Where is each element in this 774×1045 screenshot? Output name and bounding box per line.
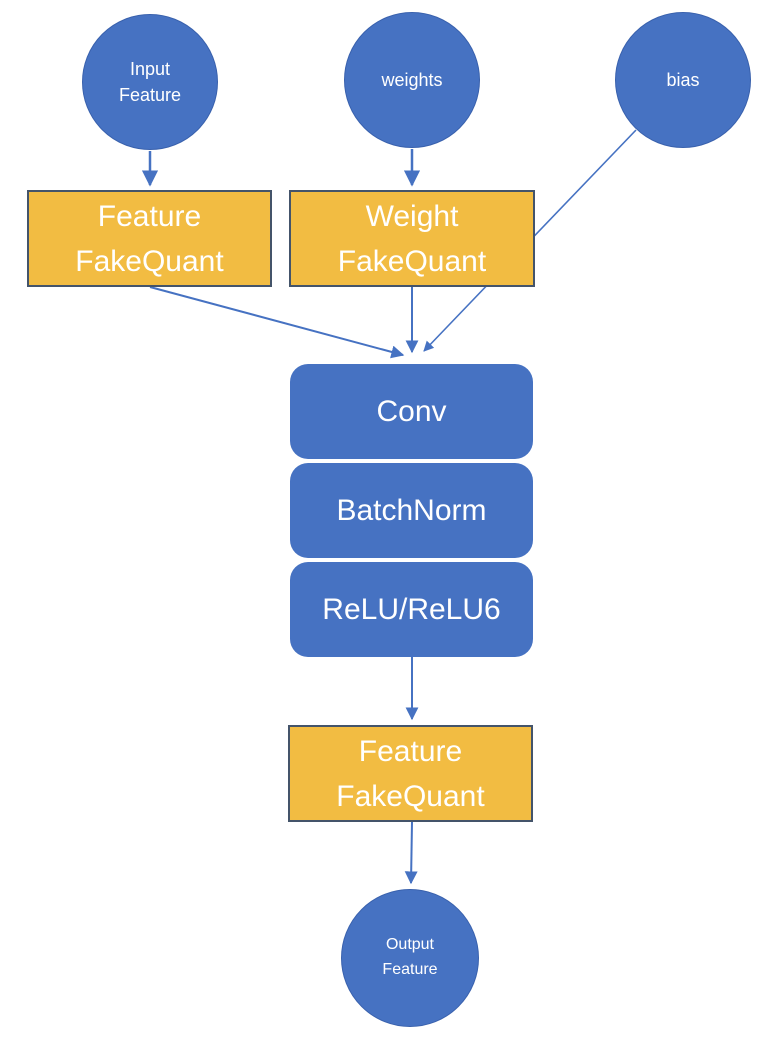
node-conv: Conv xyxy=(290,364,533,459)
arrow-feature-fakequant-to-conv xyxy=(149,286,405,359)
node-weight-fakequant: Weight FakeQuant xyxy=(289,190,535,287)
node-output-feature: Output Feature xyxy=(341,889,479,1027)
node-bias: bias xyxy=(615,12,751,148)
node-feature-fakequant-top-label: Feature FakeQuant xyxy=(75,199,224,278)
node-weights: weights xyxy=(344,12,480,148)
node-conv-label: Conv xyxy=(376,395,447,428)
node-output-feature-label: Output Feature xyxy=(382,936,438,978)
arrow-fakequant-to-output xyxy=(404,821,418,885)
node-batchnorm: BatchNorm xyxy=(290,463,533,558)
node-weights-label: weights xyxy=(381,69,443,90)
node-relu-label: ReLU/ReLU6 xyxy=(322,593,501,626)
node-bias-label: bias xyxy=(666,69,700,90)
node-relu: ReLU/ReLU6 xyxy=(290,562,533,657)
node-feature-fakequant-bottom-label: Feature FakeQuant xyxy=(336,734,485,813)
node-feature-fakequant-top: Feature FakeQuant xyxy=(27,190,272,287)
node-feature-fakequant-bottom: Feature FakeQuant xyxy=(288,725,533,822)
node-batchnorm-label: BatchNorm xyxy=(336,494,487,527)
node-weight-fakequant-label: Weight FakeQuant xyxy=(337,199,487,278)
node-input-feature-label: Input Feature xyxy=(118,58,182,105)
node-input-feature: Input Feature xyxy=(82,14,218,150)
